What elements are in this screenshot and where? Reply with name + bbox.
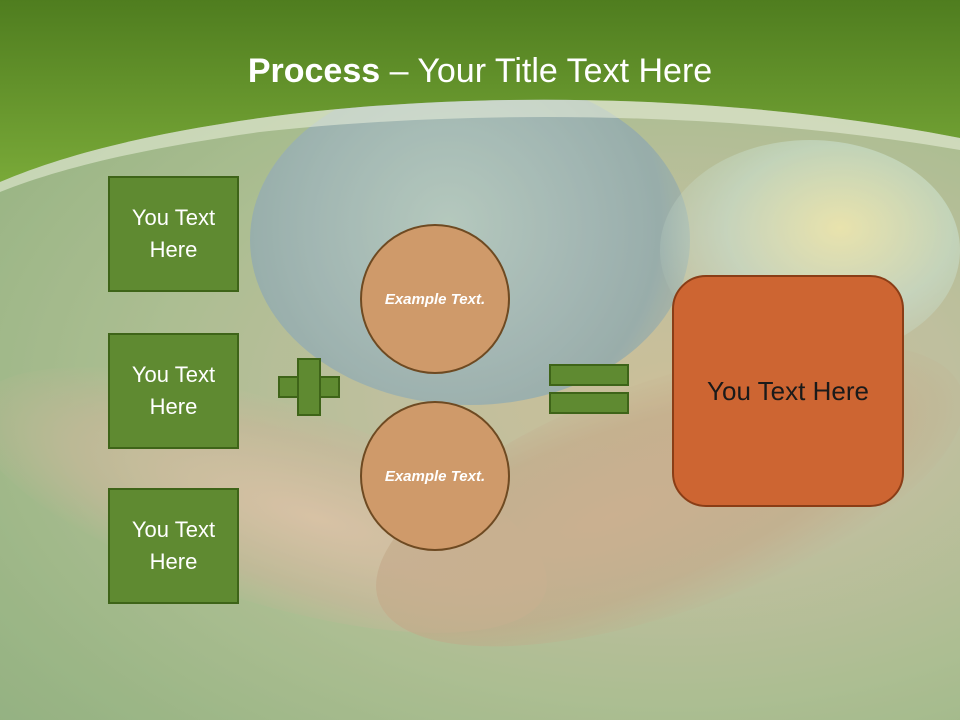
title-rest: – Your Title Text Here <box>380 52 713 90</box>
result-box[interactable]: You Text Here <box>672 275 904 507</box>
input-box-2[interactable]: You Text Here <box>108 333 239 449</box>
example-circle-1[interactable]: Example Text. <box>360 224 510 374</box>
example-circle-2[interactable]: Example Text. <box>360 401 510 551</box>
input-box-1[interactable]: You Text Here <box>108 176 239 292</box>
title-bold: Process <box>247 52 381 90</box>
input-box-3[interactable]: You Text Here <box>108 488 239 604</box>
title-banner <box>0 0 960 192</box>
page-title: Process – Your Title Text Here <box>0 52 960 91</box>
